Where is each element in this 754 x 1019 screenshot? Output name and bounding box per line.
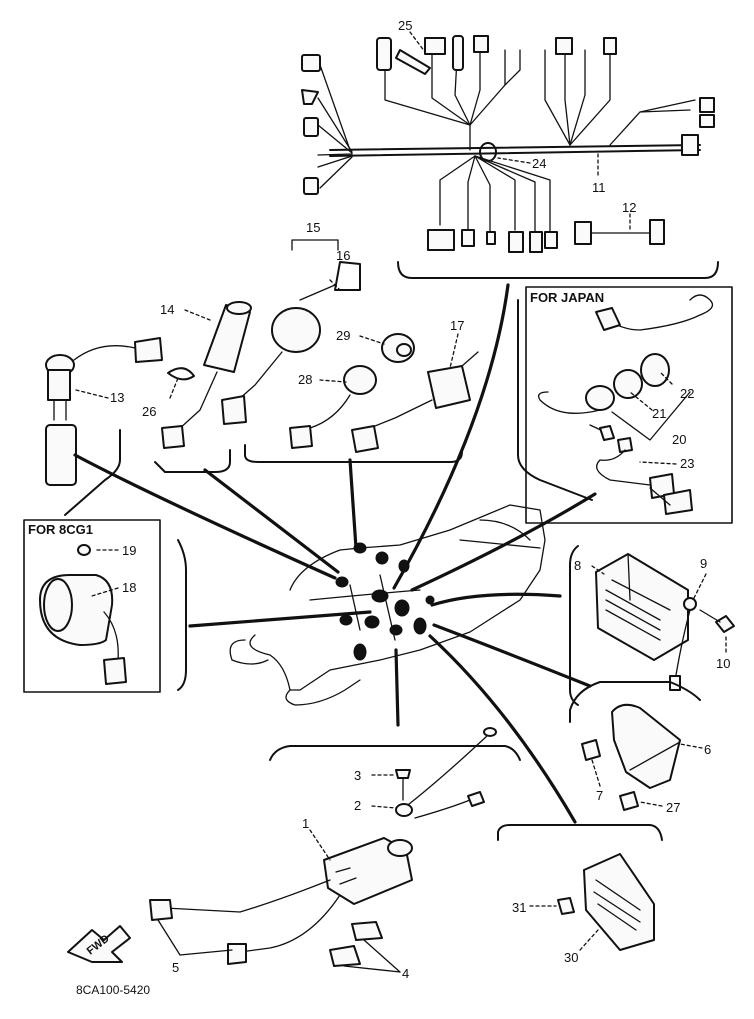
callout-23: 23 <box>680 456 694 471</box>
bracket-13 <box>64 429 121 516</box>
callout-25: 25 <box>398 18 412 33</box>
for-8cg1-box <box>23 519 187 693</box>
callout-7: 7 <box>596 788 603 803</box>
callout-22: 22 <box>680 386 694 401</box>
callout-1: 1 <box>302 816 309 831</box>
callout-20: 20 <box>672 432 686 447</box>
bracket-14 <box>154 449 231 473</box>
callout-labels: 25 24 11 12 15 16 14 29 17 28 13 26 22 2… <box>110 18 730 981</box>
callout-14: 14 <box>160 302 174 317</box>
callout-5: 5 <box>172 960 179 975</box>
callout-19: 19 <box>122 543 136 558</box>
cdi-group <box>569 681 701 811</box>
callout-18: 18 <box>122 580 136 595</box>
callout-27: 27 <box>666 800 680 815</box>
section-for-8cg1: FOR 8CG1 <box>28 522 93 537</box>
machine-outline <box>229 504 546 706</box>
callout-3: 3 <box>354 768 361 783</box>
callout-17: 17 <box>450 318 464 333</box>
callout-9: 9 <box>700 556 707 571</box>
regulator-group <box>497 824 663 951</box>
switch-group <box>45 239 361 486</box>
callout-10: 10 <box>716 656 730 671</box>
ignition-coil-group <box>149 727 521 973</box>
callout-30: 30 <box>564 950 578 965</box>
callout-15: 15 <box>306 220 320 235</box>
callout-31: 31 <box>512 900 526 915</box>
wire-harness <box>301 35 719 279</box>
rectifier-group <box>569 545 735 706</box>
callout-2: 2 <box>354 798 361 813</box>
callout-8: 8 <box>574 558 581 573</box>
callout-leaders <box>75 31 727 951</box>
switch-group-2 <box>244 333 479 463</box>
callout-26: 26 <box>142 404 156 419</box>
callout-29: 29 <box>336 328 350 343</box>
callout-28: 28 <box>298 372 312 387</box>
callout-12: 12 <box>622 200 636 215</box>
front-arrow <box>67 925 131 963</box>
for-japan-box <box>525 286 733 524</box>
part-code: 8CA100-5420 <box>76 983 150 997</box>
callout-16: 16 <box>336 248 350 263</box>
callout-11: 11 <box>592 180 606 195</box>
callout-24: 24 <box>532 156 546 171</box>
bracket-japan <box>517 299 593 501</box>
callout-21: 21 <box>652 406 666 421</box>
callout-13: 13 <box>110 390 124 405</box>
section-for-japan: FOR JAPAN <box>530 290 604 305</box>
callout-6: 6 <box>704 742 711 757</box>
callout-4: 4 <box>402 966 409 981</box>
